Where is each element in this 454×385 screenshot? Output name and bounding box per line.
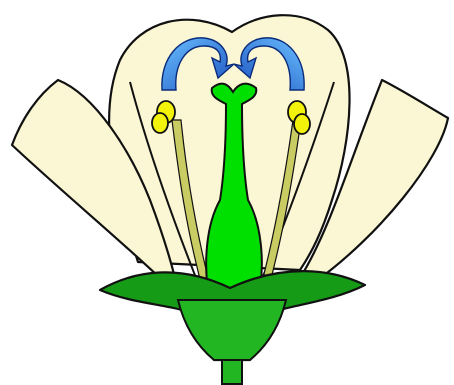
stem: [222, 360, 242, 384]
receptacle: [178, 300, 286, 360]
